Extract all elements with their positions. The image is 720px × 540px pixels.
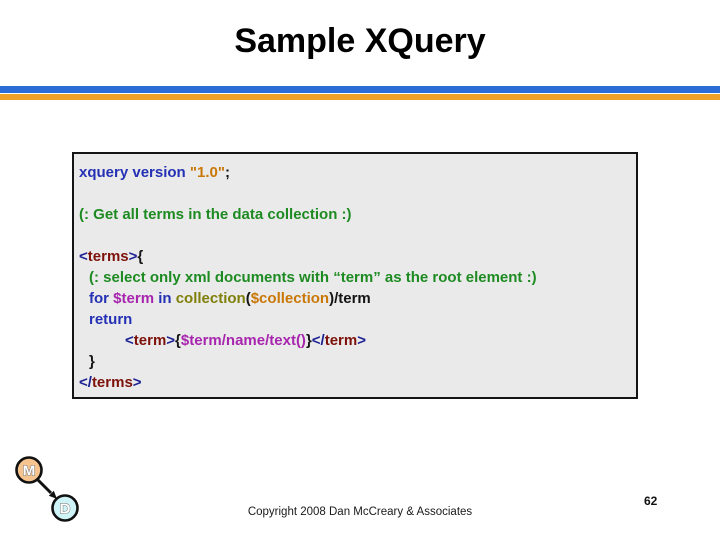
- code-line: for $term in collection($collection)/ter…: [79, 288, 630, 309]
- code-token: collection: [175, 290, 246, 307]
- code-token: }: [89, 353, 95, 370]
- code-token: <: [79, 248, 88, 265]
- code-line: </terms>: [79, 372, 630, 393]
- code-token: terms: [87, 248, 129, 265]
- code-token: >: [166, 332, 176, 349]
- code-token: >: [357, 332, 366, 349]
- m-node-label: M: [23, 463, 36, 480]
- code-line: xquery version "1.0";: [79, 162, 630, 183]
- code-token: (: [245, 290, 251, 307]
- code-token: }: [305, 332, 312, 349]
- code-token: <: [125, 332, 134, 349]
- code-token: </: [79, 374, 92, 391]
- slide-title: Sample XQuery: [234, 22, 486, 60]
- code-line: }: [79, 351, 630, 372]
- code-token: ): [329, 290, 335, 307]
- code-token: >: [128, 248, 138, 265]
- code-token: term: [324, 332, 358, 349]
- code-token: return: [89, 311, 133, 328]
- code-token: >: [132, 374, 142, 391]
- logo-arrowhead-icon: [48, 490, 57, 499]
- code-token: /term: [334, 290, 371, 307]
- title-rule-blue-icon: [0, 86, 720, 93]
- code-line: (: Get all terms in the data collection …: [79, 204, 630, 225]
- code-token: (: select only xml documents with “term”…: [89, 269, 537, 286]
- d-node-circle: [51, 494, 79, 522]
- title-rule-orange-icon: [0, 94, 720, 100]
- d-node-label: D: [60, 501, 71, 518]
- code-token: </: [311, 332, 325, 349]
- code-token: terms: [91, 374, 133, 391]
- m-node-circle: [15, 456, 43, 484]
- code-token: ;: [224, 164, 230, 181]
- code-token: for: [89, 290, 114, 307]
- code-token: (: Get all terms in the data collection …: [79, 206, 352, 223]
- md-logo: M D: [15, 456, 79, 522]
- footer-copyright: Copyright 2008 Dan McCreary & Associates: [247, 506, 473, 518]
- code-line: [79, 225, 630, 246]
- code-token: {: [137, 248, 144, 265]
- code-line: (: select only xml documents with “term”…: [79, 267, 630, 288]
- code-line: <term>{$term/name/text()}</term>: [79, 330, 630, 351]
- code-token: {: [175, 332, 181, 349]
- logo-arrow-icon: [36, 478, 53, 495]
- code-line: return: [79, 309, 630, 330]
- code-token: $term: [113, 290, 155, 307]
- page-number: 62: [644, 494, 658, 508]
- code-block: xquery version "1.0"; (: Get all terms i…: [72, 152, 638, 399]
- code-token: xquery version: [79, 164, 190, 181]
- code-line: <terms>{: [79, 246, 630, 267]
- code-token: in: [154, 290, 176, 307]
- code-token: "1.0": [189, 164, 225, 181]
- code-line: [79, 183, 630, 204]
- code-token: $collection: [250, 290, 330, 307]
- code-token: term: [133, 332, 167, 349]
- code-token: $term/name/text(): [180, 332, 306, 349]
